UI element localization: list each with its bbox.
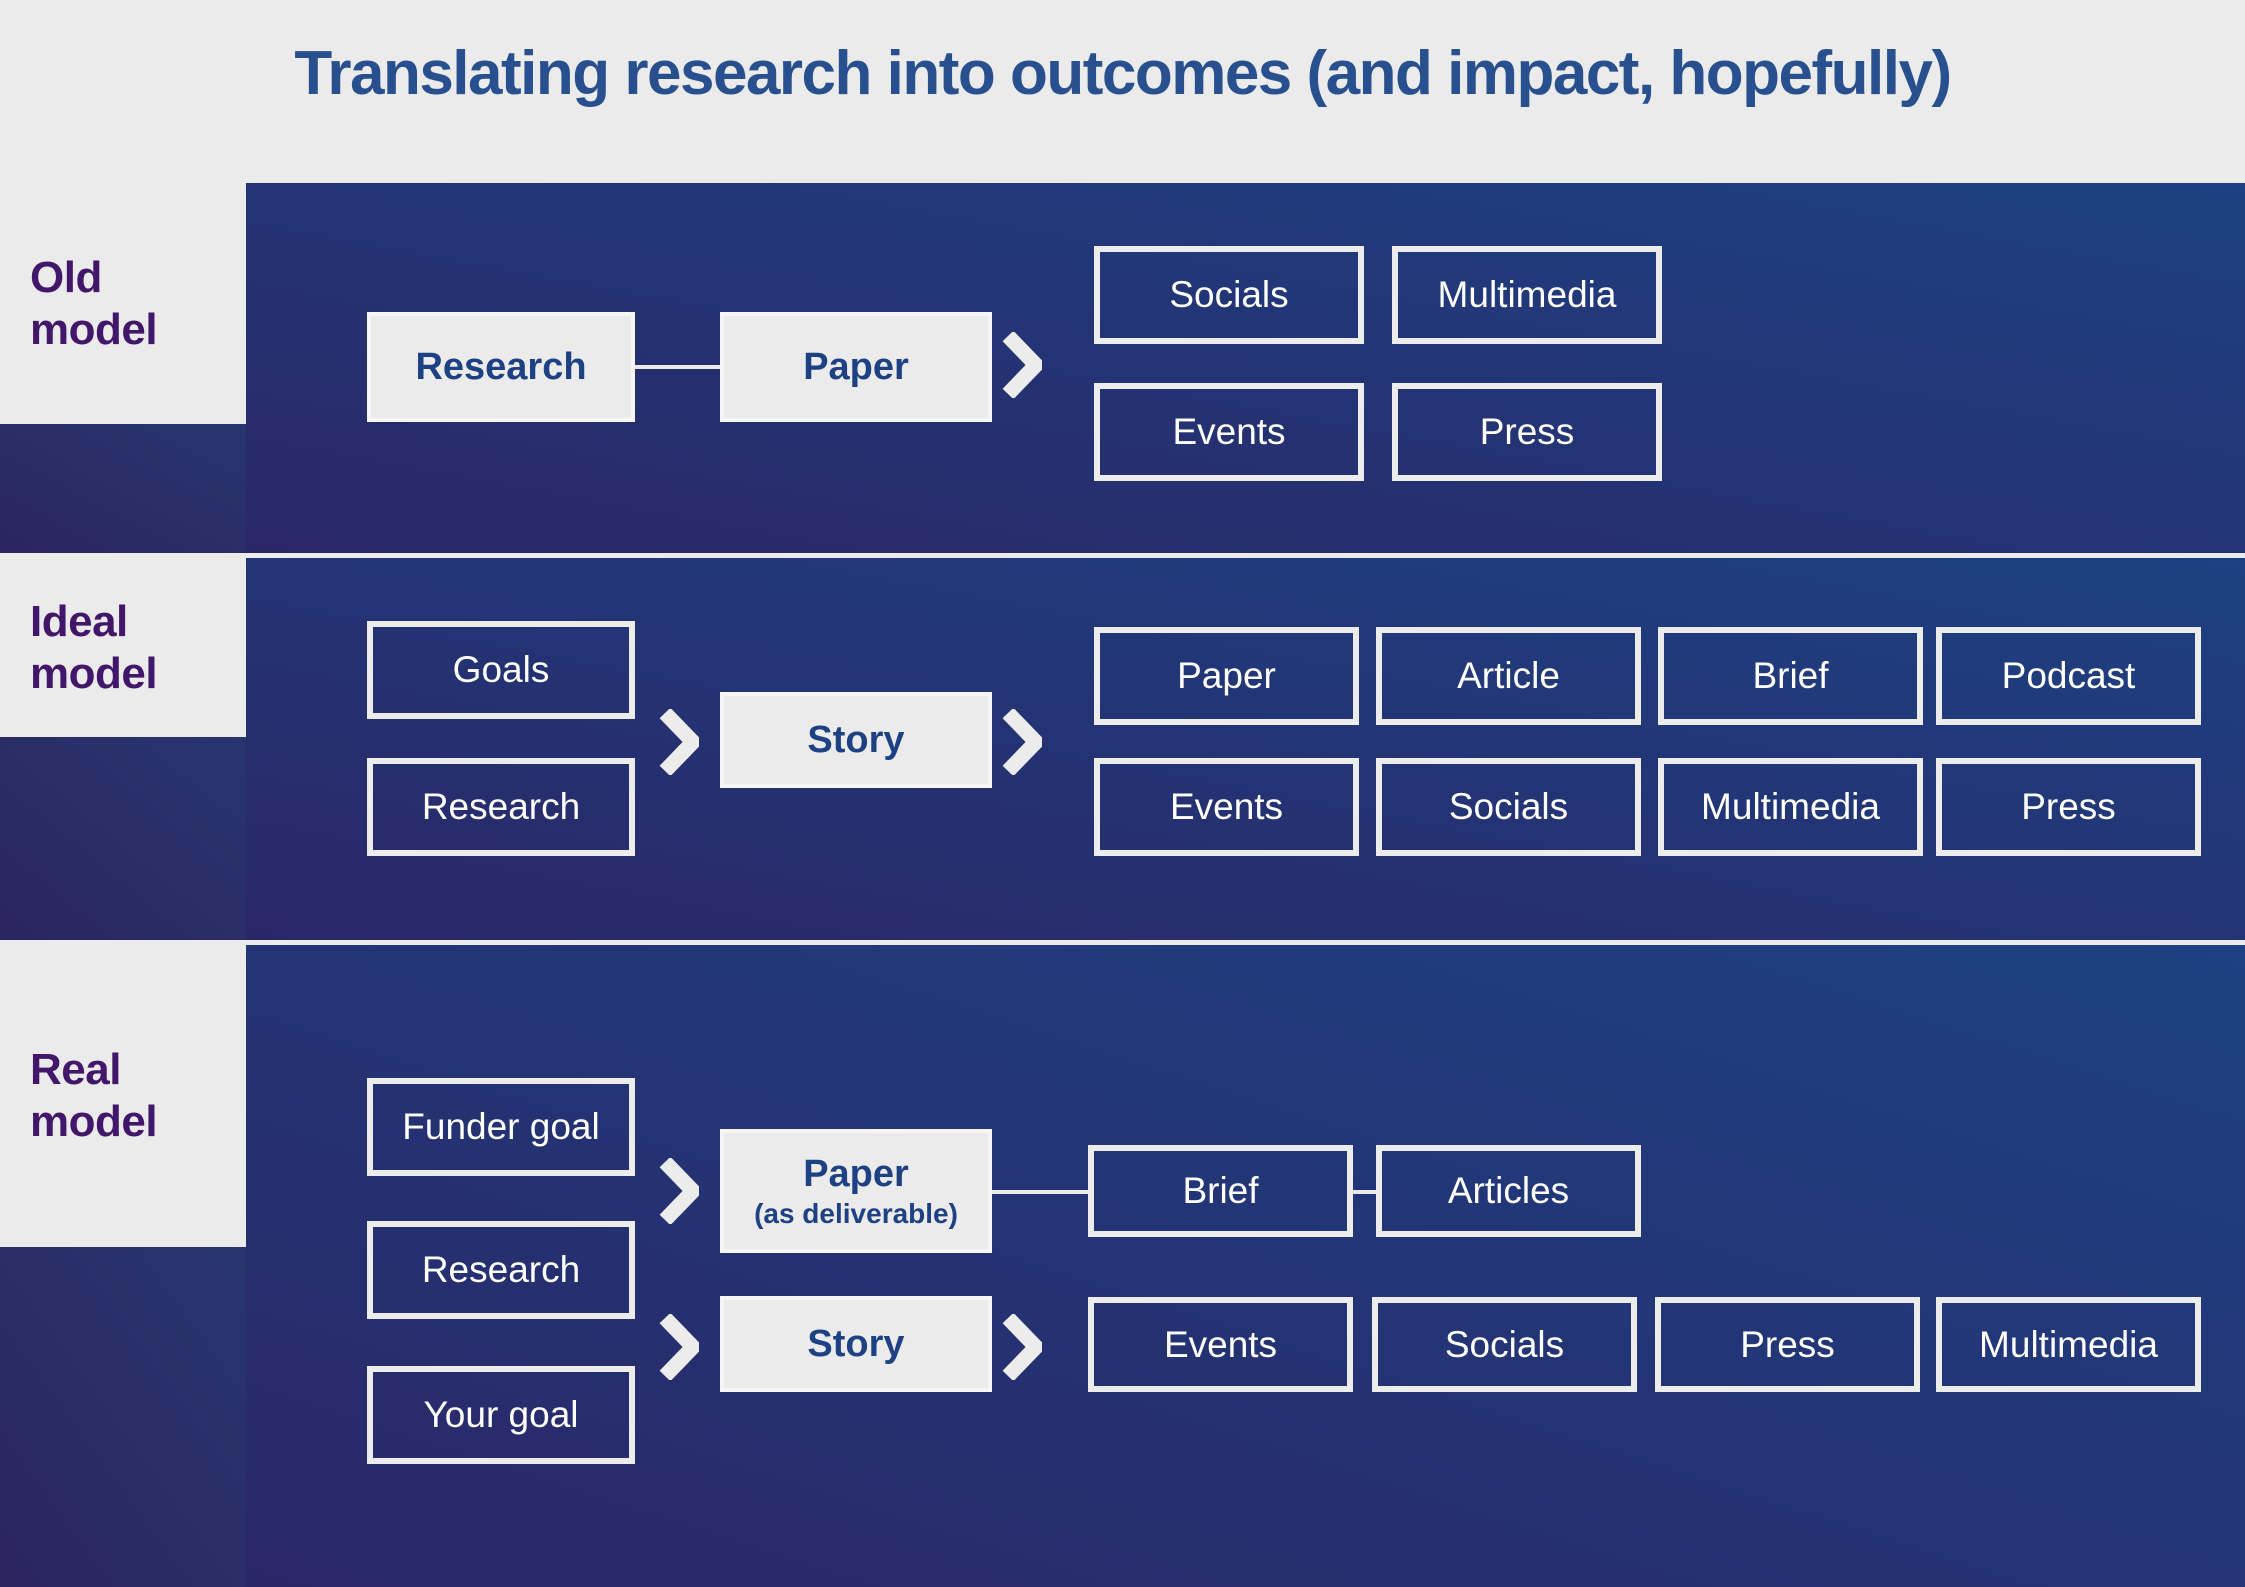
- node-old-research[interactable]: Research: [367, 312, 635, 422]
- node-label: Paper: [803, 345, 909, 388]
- node-label: Research: [421, 786, 581, 827]
- node-label: Goals: [452, 649, 550, 690]
- node-old-socials[interactable]: Socials: [1094, 246, 1364, 344]
- chevron-right-icon: [657, 1312, 701, 1382]
- section-band-stub-ideal: [0, 737, 246, 940]
- node-label: Press: [1479, 411, 1575, 452]
- node-real-paper-deliverable[interactable]: Paper (as deliverable): [720, 1129, 992, 1253]
- node-label: Research: [415, 345, 587, 388]
- node-ideal-events[interactable]: Events: [1094, 758, 1359, 856]
- node-ideal-paper[interactable]: Paper: [1094, 627, 1359, 725]
- node-old-paper[interactable]: Paper: [720, 312, 992, 422]
- node-ideal-article[interactable]: Article: [1376, 627, 1641, 725]
- node-real-articles[interactable]: Articles: [1376, 1145, 1641, 1237]
- section-band-stub-real: [0, 1247, 246, 1587]
- node-label: Article: [1457, 655, 1560, 696]
- node-ideal-research[interactable]: Research: [367, 758, 635, 856]
- section-label-real-line1: Real: [30, 1045, 121, 1095]
- node-label: Events: [1163, 1323, 1278, 1365]
- node-old-events[interactable]: Events: [1094, 383, 1364, 481]
- page-title: Translating research into outcomes (and …: [294, 39, 1952, 108]
- node-label: Articles: [1447, 1170, 1570, 1211]
- node-ideal-press[interactable]: Press: [1936, 758, 2201, 856]
- node-ideal-goals[interactable]: Goals: [367, 621, 635, 719]
- node-real-brief[interactable]: Brief: [1088, 1145, 1353, 1237]
- node-old-multimedia[interactable]: Multimedia: [1392, 246, 1662, 344]
- section-band-ideal: [245, 558, 2245, 940]
- node-label: Brief: [1752, 655, 1829, 696]
- node-label: Story: [807, 718, 905, 761]
- connector-old-research-paper: [635, 365, 720, 369]
- node-real-press[interactable]: Press: [1655, 1297, 1920, 1392]
- node-real-research[interactable]: Research: [367, 1221, 635, 1319]
- node-label: Press: [1740, 1323, 1835, 1365]
- node-label: Socials: [1448, 786, 1569, 827]
- node-real-socials[interactable]: Socials: [1372, 1297, 1637, 1392]
- node-sublabel: (as deliverable): [754, 1197, 958, 1229]
- section-label-real-line2: model: [30, 1097, 158, 1146]
- node-real-story[interactable]: Story: [720, 1296, 992, 1392]
- section-label-old-line2: model: [30, 304, 158, 354]
- chevron-right-icon: [1000, 1312, 1044, 1382]
- node-label: Research: [421, 1249, 581, 1290]
- node-label: Funder goal: [402, 1106, 600, 1147]
- chevron-right-icon: [1000, 330, 1044, 400]
- section-label-old: Old model: [0, 183, 246, 424]
- section-band-real: [245, 945, 2245, 1587]
- node-label: Socials: [1444, 1323, 1565, 1365]
- node-label: Brief: [1182, 1170, 1259, 1211]
- node-label: Press: [2021, 786, 2116, 827]
- node-label: Events: [1172, 411, 1286, 452]
- node-real-events[interactable]: Events: [1088, 1297, 1353, 1392]
- node-label: Multimedia: [1701, 786, 1880, 827]
- node-real-multimedia[interactable]: Multimedia: [1936, 1297, 2201, 1392]
- section-label-ideal-line1: Ideal: [30, 596, 128, 646]
- section-label-old-line1: Old: [30, 252, 102, 302]
- node-ideal-brief[interactable]: Brief: [1658, 627, 1923, 725]
- node-label: Paper: [1177, 655, 1276, 696]
- node-real-your-goal[interactable]: Your goal: [367, 1366, 635, 1464]
- node-ideal-podcast[interactable]: Podcast: [1936, 627, 2201, 725]
- section-label-ideal-line2: model: [30, 648, 158, 698]
- node-ideal-socials[interactable]: Socials: [1376, 758, 1641, 856]
- node-label: Multimedia: [1437, 274, 1617, 315]
- chevron-right-icon: [1000, 707, 1044, 777]
- section-label-ideal: Ideal model: [0, 558, 246, 737]
- chevron-right-icon: [657, 1156, 701, 1226]
- node-label: Paper: [803, 1152, 909, 1195]
- node-label: Story: [807, 1322, 905, 1365]
- connector-real-paper-brief: [992, 1190, 1088, 1194]
- node-label: Events: [1169, 786, 1284, 827]
- node-ideal-multimedia[interactable]: Multimedia: [1658, 758, 1923, 856]
- node-real-funder-goal[interactable]: Funder goal: [367, 1078, 635, 1176]
- node-label: Podcast: [2001, 655, 2136, 696]
- section-label-real: Real model: [0, 945, 246, 1247]
- section-band-stub-old: [0, 424, 246, 553]
- node-old-press[interactable]: Press: [1392, 383, 1662, 481]
- node-label: Your goal: [423, 1394, 579, 1435]
- node-label: Socials: [1169, 274, 1289, 315]
- chevron-right-icon: [657, 707, 701, 777]
- connector-real-brief-articles: [1353, 1190, 1378, 1194]
- node-label: Multimedia: [1979, 1323, 2158, 1365]
- node-ideal-story[interactable]: Story: [720, 692, 992, 788]
